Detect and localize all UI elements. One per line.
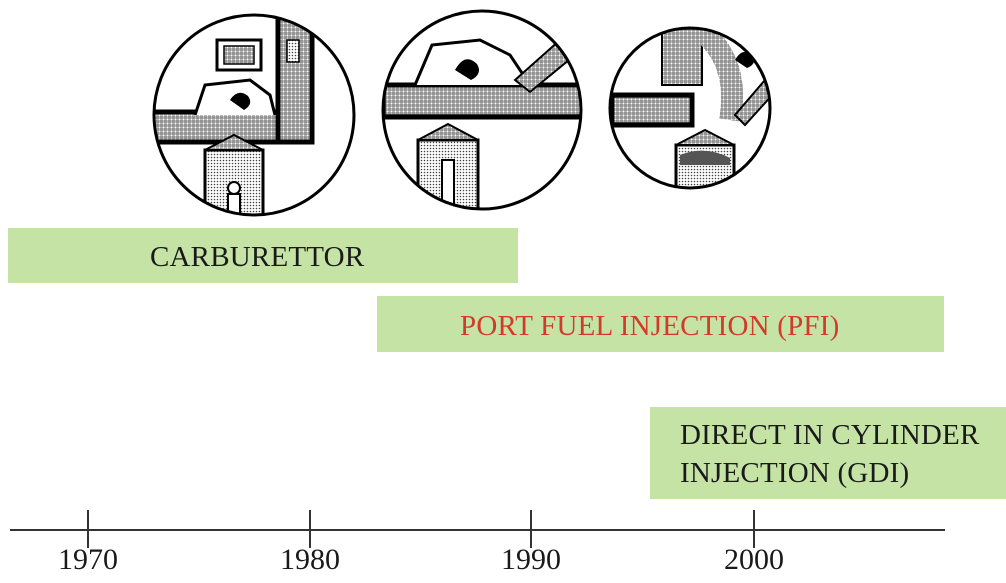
carburettor-bar (8, 228, 518, 283)
port-fuel-injection-engine-illustration (381, 9, 583, 211)
pfi-bar (377, 296, 944, 352)
carburettor-label: CARBURETTOR (150, 241, 365, 273)
tick-label-1970: 1970 (58, 543, 118, 576)
tick-label-1980: 1980 (280, 543, 340, 576)
carburettor-engine-illustration (152, 13, 356, 217)
gdi-bar (650, 407, 1006, 499)
engine-illustrations (152, 9, 772, 217)
pfi-label: PORT FUEL INJECTION (PFI) (460, 310, 840, 342)
direct-injection-engine-illustration (608, 26, 772, 190)
tick-label-2000: 2000 (724, 543, 784, 576)
gdi-label-line2: INJECTION (GDI) (680, 457, 910, 489)
gdi-label-line1: DIRECT IN CYLINDER (680, 419, 980, 451)
tick-label-1990: 1990 (501, 543, 561, 576)
